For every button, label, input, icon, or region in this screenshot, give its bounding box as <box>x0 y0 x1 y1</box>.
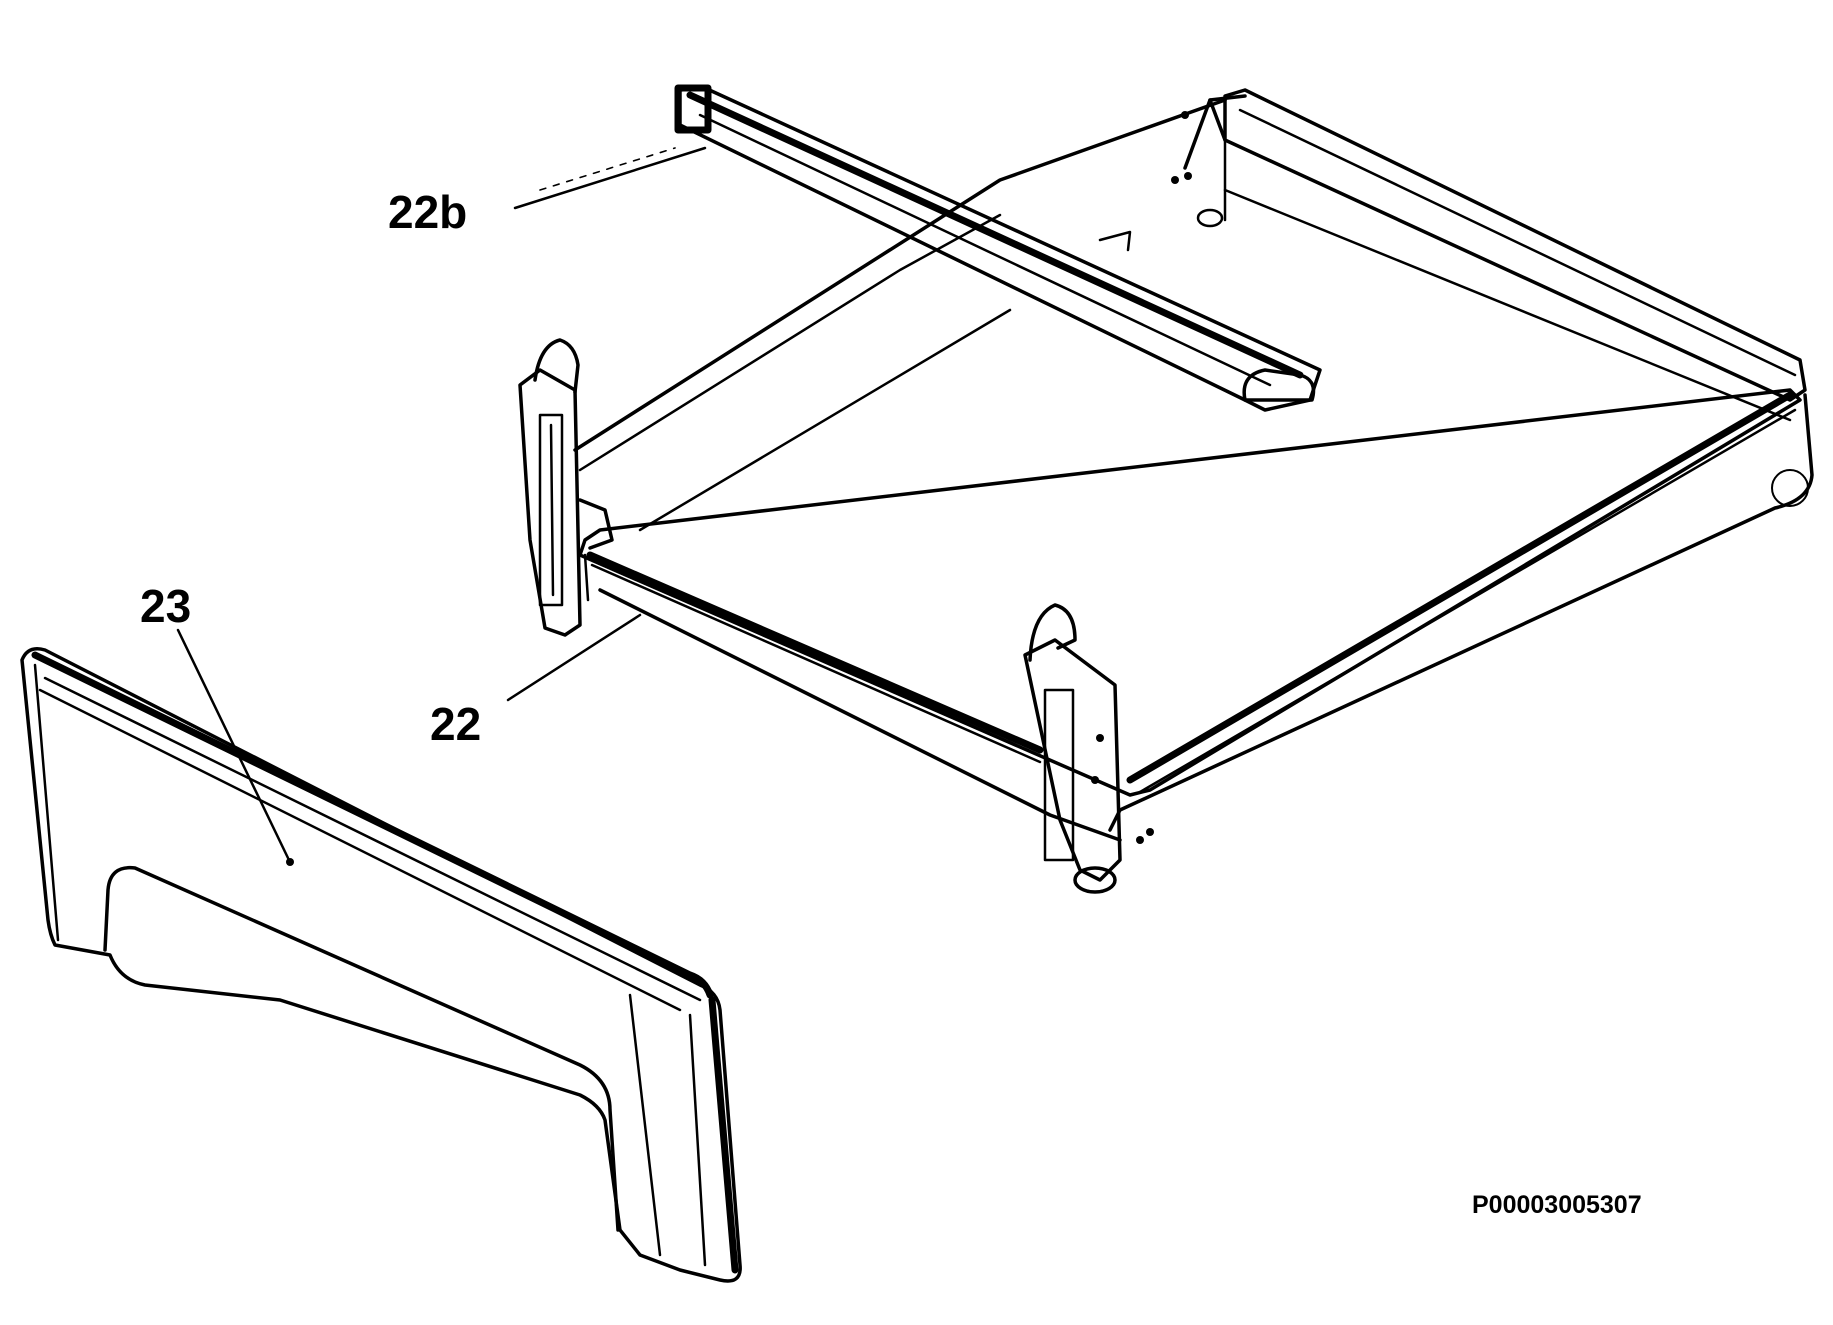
front-panel-handle-recess <box>103 865 620 1232</box>
handle-bar-body <box>678 86 1322 412</box>
leader-22 <box>506 613 642 702</box>
drawer-right-wheel <box>1073 866 1117 894</box>
handle-bar-top-band <box>686 91 1304 379</box>
drawer-front-rail-band <box>586 551 1044 754</box>
drawer-right-bracket-screw-2 <box>1091 776 1099 784</box>
drawer-right-wall-lower <box>1223 188 1792 422</box>
leader-22b <box>513 146 707 210</box>
callout-22: 22 <box>430 698 481 750</box>
drawer-back-rim <box>1183 94 1247 170</box>
part-number: P00003005307 <box>1472 1191 1642 1219</box>
drawer-left-bracket-slot-line <box>549 423 555 597</box>
drawer-front-vert <box>583 553 590 602</box>
front-panel <box>20 647 742 1283</box>
drawer-left-bracket-flange <box>578 498 614 550</box>
drawer-left-rail-inner <box>578 213 1002 472</box>
drawer-right-bracket-screw-4 <box>1146 828 1154 836</box>
handle-bar-cap <box>674 84 712 134</box>
front-panel-top-band-2 <box>43 676 702 1002</box>
drawer-back-top-edge <box>1208 98 1227 142</box>
handle-bar <box>674 84 1322 412</box>
drawer-right-bracket-clip <box>1028 603 1077 662</box>
drawer-left-rail <box>573 98 1227 452</box>
leader-lines <box>176 146 707 860</box>
drawer-side-rail-band <box>1126 391 1794 784</box>
handle-bar-end <box>1242 368 1316 402</box>
leader-23 <box>176 628 290 860</box>
drawer-side-rail-band-2 <box>1138 408 1797 794</box>
front-panel-dot <box>286 858 294 866</box>
callout-23: 23 <box>140 580 191 632</box>
drawer-right-wall <box>1223 88 1807 402</box>
drawer-back-screw-1 <box>1181 111 1189 119</box>
front-panel-right-inner <box>688 1013 707 1267</box>
front-panel-right-band <box>708 996 739 1274</box>
drawer-back-screw-2 <box>1171 176 1179 184</box>
callout-22b: 22b <box>388 186 467 238</box>
drawer-floor-tab <box>1098 230 1132 252</box>
drawer-wheel-right <box>1771 469 1809 507</box>
drawer-back-hole <box>1196 208 1224 228</box>
drawer-right-wall-line <box>1238 108 1797 377</box>
drawer-front-rail-band-2 <box>590 563 1042 764</box>
drawer-front-rail <box>578 388 1802 797</box>
drawer-front-lower-edge <box>598 588 1122 842</box>
drawer-back-screw-3 <box>1184 172 1192 180</box>
drawer-left-bracket-slot <box>538 413 564 607</box>
drawer-right-bracket-screw-3 <box>1136 836 1144 844</box>
drawer-right-bracket-slot <box>1043 688 1075 862</box>
drawer-right-bottom-edge <box>1108 393 1814 832</box>
handle-bar-inner-band <box>698 113 1272 387</box>
drawer-left-bracket-clip <box>533 338 580 394</box>
drawer-floor-edge <box>638 308 1012 532</box>
front-panel-outline <box>20 647 742 1283</box>
drawer-left-bracket <box>518 368 582 637</box>
leader-22b-dash <box>539 147 676 191</box>
front-panel-top-band <box>31 651 714 999</box>
drawer-box <box>518 88 1814 894</box>
front-panel-right-inner-2 <box>628 993 662 1257</box>
front-panel-top-band-3 <box>38 688 682 1012</box>
drawer-right-bracket-screw-1 <box>1096 734 1104 742</box>
front-panel-left-edge <box>33 663 60 942</box>
